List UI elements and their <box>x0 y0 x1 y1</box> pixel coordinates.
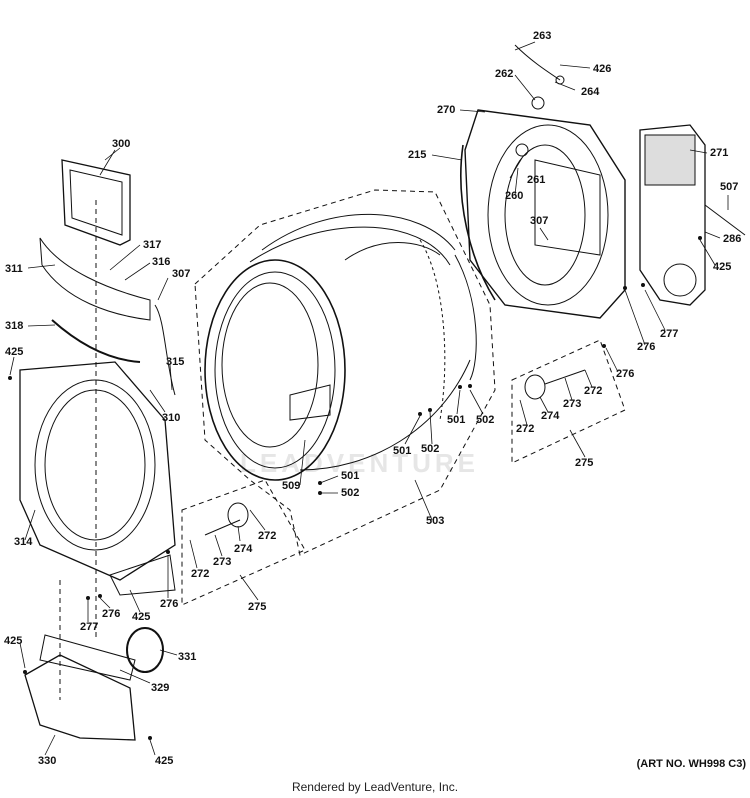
callout-318: 318 <box>5 320 24 332</box>
callout-264: 264 <box>581 86 600 98</box>
callout-276-front: 276 <box>102 608 121 620</box>
callout-272-left-a: 272 <box>258 530 277 542</box>
callout-262: 262 <box>495 68 514 80</box>
art-number: (ART NO. WH998 C3) <box>636 758 746 770</box>
callout-261: 261 <box>527 174 546 186</box>
watermark: LEADVENTURE <box>240 448 480 478</box>
callout-316: 316 <box>152 256 171 268</box>
callout-425-right: 425 <box>713 261 732 273</box>
callout-317: 317 <box>143 239 162 251</box>
vent-duct <box>639 124 746 306</box>
callout-314: 314 <box>14 536 33 548</box>
callout-311: 311 <box>5 263 23 275</box>
roller-group-right-outline <box>511 339 626 464</box>
callout-273-right: 273 <box>563 398 582 410</box>
callout-275-left: 275 <box>248 601 267 613</box>
callout-507: 507 <box>720 181 739 193</box>
callout-329: 329 <box>151 682 170 694</box>
callout-300: 300 <box>112 138 131 150</box>
roller-left <box>204 502 249 536</box>
callout-273-left: 273 <box>213 556 232 568</box>
drum <box>204 213 477 481</box>
callout-263: 263 <box>533 30 552 42</box>
group-outlines <box>59 189 626 700</box>
callout-260: 260 <box>505 190 524 202</box>
callout-277-right: 277 <box>660 328 679 340</box>
callout-330: 330 <box>38 755 57 767</box>
callout-502-c: 502 <box>476 414 495 426</box>
callout-315: 315 <box>166 356 185 368</box>
callout-502-a: 502 <box>341 487 360 499</box>
callout-274-left: 274 <box>234 543 253 555</box>
callout-272-right-a: 272 <box>516 423 535 435</box>
drum-group-outline <box>194 189 496 556</box>
callout-270: 270 <box>437 104 456 116</box>
callout-307-front: 307 <box>172 268 191 280</box>
render-credit: Rendered by LeadVenture, Inc. <box>291 780 459 794</box>
callout-425-bottom: 425 <box>155 755 174 767</box>
callout-272-left-b: 272 <box>191 568 210 580</box>
callout-502-b: 502 <box>421 443 440 455</box>
callout-331: 331 <box>178 651 197 663</box>
callout-425-front: 425 <box>132 611 151 623</box>
lower-front-parts <box>24 627 164 741</box>
rear-bulkhead <box>460 44 626 319</box>
callout-275-right: 275 <box>575 457 594 469</box>
callout-501-b: 501 <box>393 445 412 457</box>
callout-286: 286 <box>723 233 742 245</box>
callout-509: 509 <box>282 480 301 492</box>
callout-271: 271 <box>710 147 729 159</box>
front-panel-parts <box>19 159 176 596</box>
callout-426: 426 <box>593 63 612 75</box>
leader-lines <box>9 41 729 756</box>
hardware-dots <box>8 236 702 740</box>
callout-277-front: 277 <box>80 621 99 633</box>
callout-307-rear: 307 <box>530 215 549 227</box>
callout-276-front-2: 276 <box>160 598 179 610</box>
callout-501-c: 501 <box>447 414 466 426</box>
callout-503: 503 <box>426 515 445 527</box>
callout-274-right: 274 <box>541 410 560 422</box>
callout-215: 215 <box>408 149 427 161</box>
callout-425-left: 425 <box>5 346 24 358</box>
callout-276-right-1: 276 <box>637 341 656 353</box>
callout-276-right-2: 276 <box>616 368 635 380</box>
callout-425-lower: 425 <box>4 635 23 647</box>
roller-right <box>524 369 586 400</box>
callout-310: 310 <box>162 412 181 424</box>
roller-group-left-outline <box>181 479 306 606</box>
callout-501-a: 501 <box>341 470 360 482</box>
callout-272-right-b: 272 <box>584 385 603 397</box>
